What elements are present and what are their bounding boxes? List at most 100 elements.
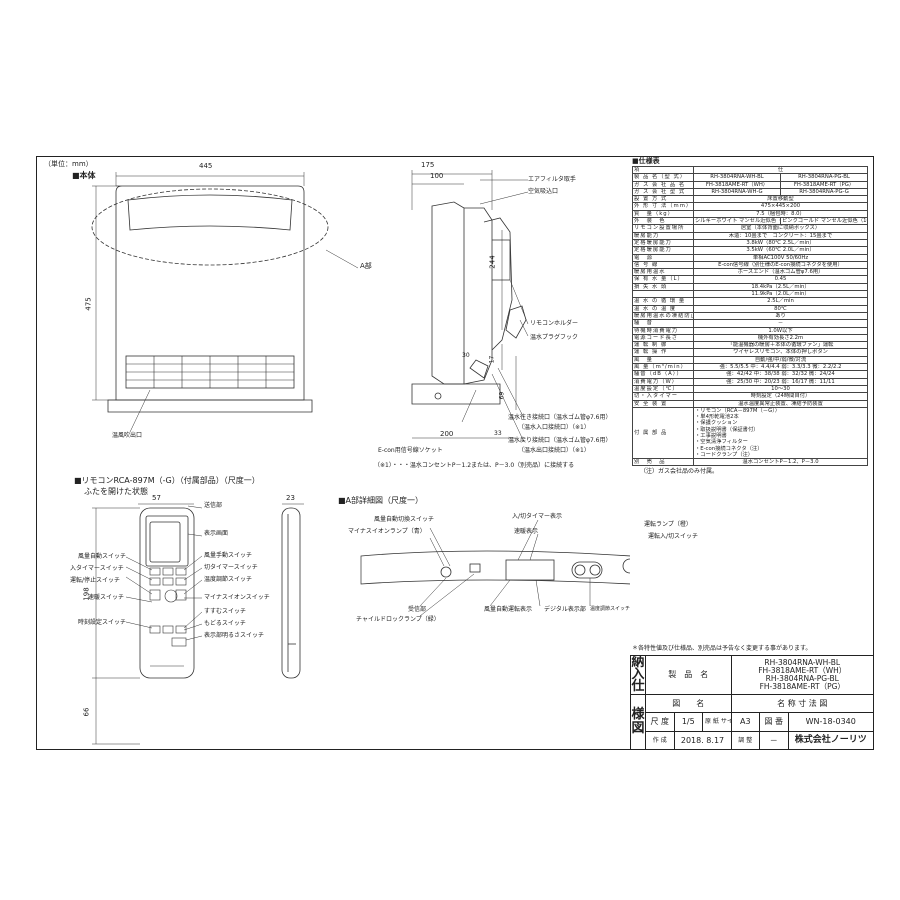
title-drawing-name: 名 称 寸 法 図 <box>730 693 874 714</box>
spec-row: 風 量自動/強/中/弱/微/対流 <box>632 355 868 365</box>
main-body-title: ■本体 <box>72 171 96 180</box>
spec-row-label: 外 形 寸 法（mm） <box>632 202 694 211</box>
spec-row: 騒 音－ <box>632 319 868 328</box>
title-block: 納 入 仕 製 品 名 RH-3804RNA-WH-BL FH-3818AME-… <box>630 655 874 751</box>
footer-note: ＊各特性値及び仕様品、別売品は予告なく変更する事があります。 <box>632 645 812 652</box>
spec-row-label: 電源コード長さ <box>632 333 694 343</box>
spec-row-label: 製 品 名（型 式） <box>632 173 694 182</box>
dim-33: 33 <box>494 430 502 437</box>
spec-row-value-b: ピンクゴールド マンセル近似色（10R8/1） <box>780 217 868 226</box>
spec-row-value-b: RH-3804RNA-PG-G <box>780 187 868 197</box>
remote-label-brightness: 表示部明るさスイッチ <box>204 632 265 639</box>
spec-row: 設 置 方 式床置移動型 <box>632 195 868 204</box>
spec-row-label: 暖房用温水 <box>632 268 694 277</box>
detail-label-power: 運転入/切スイッチ <box>648 533 699 540</box>
spec-row-label: 定格暖房能力 <box>632 238 694 248</box>
spec-row-label: 信 号 線 <box>632 260 694 270</box>
remote-label-temp: 温度調節スイッチ <box>204 576 253 583</box>
spec-row-value-a: RH-3804RNA-WH-BL <box>693 173 781 182</box>
spec-row: 質 量（kg）7.5（梱包時：8.0） <box>632 209 868 219</box>
spec-row-label: 外 装 色 <box>632 217 694 226</box>
title-paper-value: A3 <box>730 712 760 732</box>
detail-label-auto-display: 風量自動運転表示 <box>484 606 533 613</box>
spec-optional-value: 温水コンセントP－1.2、P－3.0 <box>693 458 868 467</box>
dim-69: 69 <box>498 391 506 400</box>
spec-row-label: 待機時消費電力 <box>632 326 694 335</box>
title-date: 2018. 8.17 <box>673 730 732 751</box>
company-name: 株式会社ノーリツ <box>787 730 874 751</box>
detail-label-run-lamp: 運転ランプ（橙） <box>644 521 692 528</box>
remote-subtitle: ふたを開けた状態 <box>84 487 148 496</box>
spec-row-value-a: シルキーホワイト マンセル近似色（5PB9/0.5） <box>693 217 781 226</box>
spec-row-value: 床置移動型 <box>693 195 868 204</box>
spec-row: 運 転 制 御「能温機器の暖房＋本体の循環ファン」運転 <box>632 341 868 350</box>
remote-label-run-stop: 運転/停止スイッチ <box>70 577 121 584</box>
detail-label-temp-switch: 温度調節スイッチ <box>590 606 631 612</box>
spec-header: 項 仕 <box>632 165 868 175</box>
spec-row: 電 源単相AC100V 50/60Hz <box>632 253 868 262</box>
spec-row-value: 7.5（梱包時：8.0） <box>693 209 868 219</box>
spec-row-value: 強：42/42 中：38/38 弱：32/32 微：24/24 <box>693 370 868 379</box>
remote-dim-23: 23 <box>286 494 295 502</box>
digital-display <box>505 559 555 581</box>
remote-label-back: もどるスイッチ <box>204 620 246 627</box>
remote-label-off-timer: 切タイマースイッチ <box>204 564 258 571</box>
callout-remote-holder: リモコンホルダー <box>530 320 579 327</box>
spec-optional-row: 別 売 品 温水コンセントP－1.2、P－3.0 <box>632 458 868 467</box>
accessory-item: ・コードクランプ（注） <box>695 451 754 458</box>
spec-row: リモコン設置場所居室（本体背面に収納ボックス） <box>632 224 868 233</box>
remote-label-screen: 表示画面 <box>204 530 229 537</box>
spec-row-value: 11.9kPa（2.0L／min） <box>693 290 868 299</box>
side-note-1: （※1）・・・温水コンセントP－1.2または、P－3.0（別売品）に接続する <box>374 462 575 469</box>
detail-a-title: ■A部詳細図（尺度一） <box>338 496 424 505</box>
remote-label-on-timer: 入タイマースイッチ <box>70 565 124 572</box>
remote-label-ion: マイナスイオンスイッチ <box>204 594 270 601</box>
spec-row: 消費電力（W）強：25/30 中：20/23 弱：16/17 微：11/11 <box>632 377 868 386</box>
title-product-label: 製 品 名 <box>645 655 732 695</box>
detail-label-ion-lamp: マイナスイオンランプ（青） <box>348 528 426 535</box>
callout-filter-handle: エアフィルタ取手 <box>528 176 576 183</box>
spec-row-label <box>632 290 694 299</box>
side-base <box>411 383 501 405</box>
spec-row-value-b: RH-3804RNA-PG-BL <box>780 173 868 182</box>
spec-row: 暖房用温水ホースエンド（温水ゴム管φ7.6用） <box>632 268 868 277</box>
spec-row-value: 単相AC100V 50/60Hz <box>693 253 868 262</box>
callout-return-note: （温水出口接続口）（※1） <box>518 447 590 454</box>
spec-row-label: リモコン設置場所 <box>632 224 694 233</box>
spec-row-value: 温水温度異常止装置、凍結予防装置 <box>693 399 868 408</box>
power-switch <box>622 558 630 574</box>
spec-title: ■仕様表 <box>632 157 660 165</box>
spec-row: 暖房用温水の凍結防止あり <box>632 311 868 321</box>
dim-30: 30 <box>462 352 470 359</box>
side-body-back <box>463 207 493 385</box>
accessory-item: ・リモコン（RCA－897M（－G）） <box>695 407 781 414</box>
spec-row-label: 風 量（m³/min） <box>632 362 694 372</box>
spec-row-label: 保 有 水 量（L） <box>632 275 694 284</box>
title-number-label: 図 番 <box>759 712 789 732</box>
spec-row-value: 0.45 <box>693 275 868 284</box>
spec-row: 暖房能力木造：10畳まで コンクリート：15畳まで <box>632 231 868 240</box>
spec-row: 騒音（dB（A））強：42/42 中：38/38 弱：32/32 微：24/24 <box>632 370 868 379</box>
spec-row-value-b: FH-3818AME-RT（PG） <box>780 180 868 189</box>
spec-row-label: 騒音（dB（A）） <box>632 370 694 379</box>
remote-label-manual-fan: 風量手動スイッチ <box>204 552 253 559</box>
control-panel-outline <box>360 550 630 585</box>
spec-row-label: 運 転 操 作 <box>632 348 694 357</box>
detail-label-digital: デジタル表示部 <box>544 606 586 613</box>
spec-row-label: 設 置 方 式 <box>632 195 694 204</box>
spec-row-label: ガ ス 会 社 品 名 <box>632 180 694 189</box>
remote-label-forward: すすむスイッチ <box>204 608 247 615</box>
spec-row-label: 温度設定（℃） <box>632 384 694 394</box>
accessory-item: ・空気清浄フィルター <box>695 439 748 446</box>
callout-econ-socket: E-con用信号線ソケット <box>378 447 443 454</box>
callout-plug-hook: 温水プラグフック <box>530 334 579 341</box>
front-base <box>107 399 313 413</box>
title-scale-value: 1/5 <box>673 712 703 732</box>
accessory-item: ・E-con接続コネクタ（注） <box>695 445 763 452</box>
spec-row-value: 2.5L／min <box>693 297 868 306</box>
spec-row: 風 量（m³/min）強：5.5/5.5 中：4.4/4.4 弱：3.3/3.3… <box>632 362 868 372</box>
